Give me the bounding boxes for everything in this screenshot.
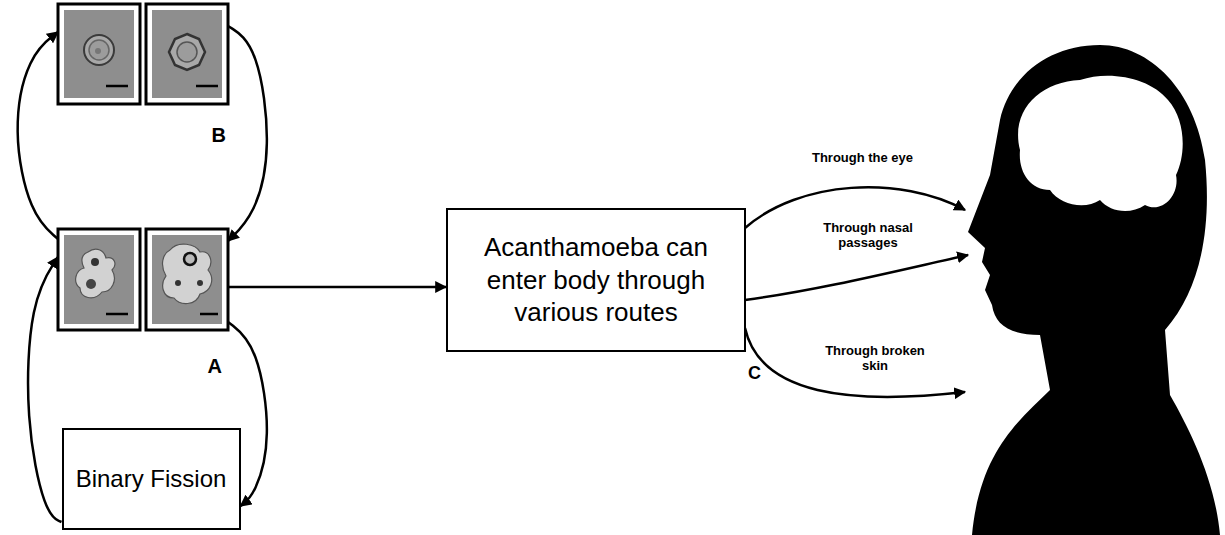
cycle-arrow: [228, 286, 446, 289]
micrograph-ground: [64, 10, 134, 98]
micrograph-frame: [146, 229, 228, 330]
micrograph: [146, 229, 228, 330]
micrograph-frame: [58, 229, 140, 330]
vacuole: [175, 280, 181, 286]
stage-group: B: [58, 4, 228, 104]
route-arrow: [745, 255, 968, 300]
cyst-inner: [177, 42, 197, 62]
process-box: Binary Fission: [62, 428, 241, 530]
stage-letter: A: [208, 354, 222, 379]
micrograph: [146, 4, 228, 104]
cycle-arrow: [18, 32, 58, 239]
micrograph-frame: [58, 4, 140, 104]
cycle-arrow: [28, 257, 61, 522]
stage-letter: C: [748, 362, 761, 385]
route-label: Through the eye: [805, 150, 920, 165]
scale-bar: [200, 313, 218, 316]
box-text: Acanthamoeba can enter body through vari…: [462, 231, 730, 329]
micrograph-ground: [152, 10, 222, 98]
cyst-nucleus: [95, 48, 101, 54]
process-box: Acanthamoeba can enter body through vari…: [446, 208, 746, 352]
route-arrow: [745, 187, 965, 228]
micrograph: [58, 4, 140, 104]
cycle-arrow: [228, 26, 267, 241]
micrograph-ground: [152, 235, 222, 324]
box-text: Binary Fission: [76, 464, 227, 494]
trophozoite: [76, 249, 115, 298]
micrograph-frame: [146, 4, 228, 104]
scale-bar: [106, 85, 128, 88]
micrograph: [58, 229, 140, 330]
vacuole: [197, 280, 203, 286]
vacuole: [91, 258, 99, 266]
vacuole: [86, 279, 96, 289]
vacuole: [184, 253, 196, 265]
cyst-wall: [84, 35, 114, 65]
trophozoite: [163, 244, 212, 304]
scale-bar: [106, 313, 128, 316]
brain: [1018, 76, 1183, 211]
stage-letter: B: [212, 123, 226, 148]
cyst-inner: [89, 40, 109, 60]
stage-group: A: [58, 229, 228, 330]
scale-bar: [196, 85, 218, 88]
head-silhouette: [968, 45, 1220, 535]
micrograph-ground: [64, 235, 134, 324]
cycle-arrow: [228, 322, 267, 506]
route-label: Through nasal passages: [812, 220, 924, 250]
route-label: Through broken skin: [820, 343, 930, 373]
cyst-wall: [169, 34, 205, 70]
route-arrow: [745, 328, 965, 397]
